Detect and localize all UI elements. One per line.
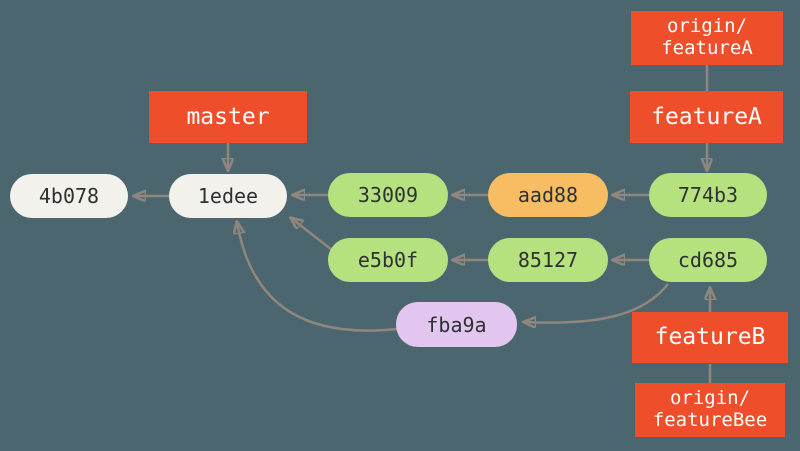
- branch-label-master: master: [149, 91, 307, 143]
- branch-label-text: origin/ featureA: [661, 15, 753, 59]
- commit-node-aad88: aad88: [488, 173, 608, 217]
- edge-cd685-to-fba9a: [524, 283, 669, 323]
- commit-node-e5b0f: e5b0f: [328, 238, 448, 282]
- branch-label-text: featureB: [654, 324, 766, 351]
- commit-node-1edee: 1edee: [169, 174, 287, 218]
- branch-label-text: master: [186, 103, 270, 130]
- commit-id: cd685: [677, 248, 739, 272]
- commit-node-cd685: cd685: [649, 238, 767, 282]
- commit-node-33009: 33009: [328, 173, 448, 217]
- commit-node-fba9a: fba9a: [396, 302, 517, 347]
- commit-node-774b3: 774b3: [649, 173, 767, 217]
- commit-id: 85127: [517, 248, 579, 272]
- edge-e5b0f-to-1edee: [291, 218, 333, 251]
- commit-node-4b078: 4b078: [10, 174, 128, 218]
- branch-label-featureA: featureA: [630, 91, 783, 143]
- commit-id: e5b0f: [357, 248, 419, 272]
- commit-id: aad88: [517, 183, 579, 207]
- commit-id: 774b3: [677, 183, 739, 207]
- branch-label-origin-featureA: origin/ featureA: [631, 11, 783, 65]
- commit-id: 1edee: [197, 184, 259, 208]
- commit-node-85127: 85127: [488, 238, 608, 282]
- commit-id: fba9a: [426, 312, 487, 337]
- commit-id: 33009: [357, 183, 419, 207]
- edge-fba9a-to-1edee: [237, 222, 398, 332]
- branch-label-text: origin/ featureBee: [652, 387, 768, 431]
- branch-label-featureB: featureB: [632, 312, 788, 363]
- branch-label-origin-featureBee: origin/ featureBee: [635, 383, 785, 437]
- commit-id: 4b078: [38, 184, 100, 208]
- branch-label-text: featureA: [651, 103, 762, 130]
